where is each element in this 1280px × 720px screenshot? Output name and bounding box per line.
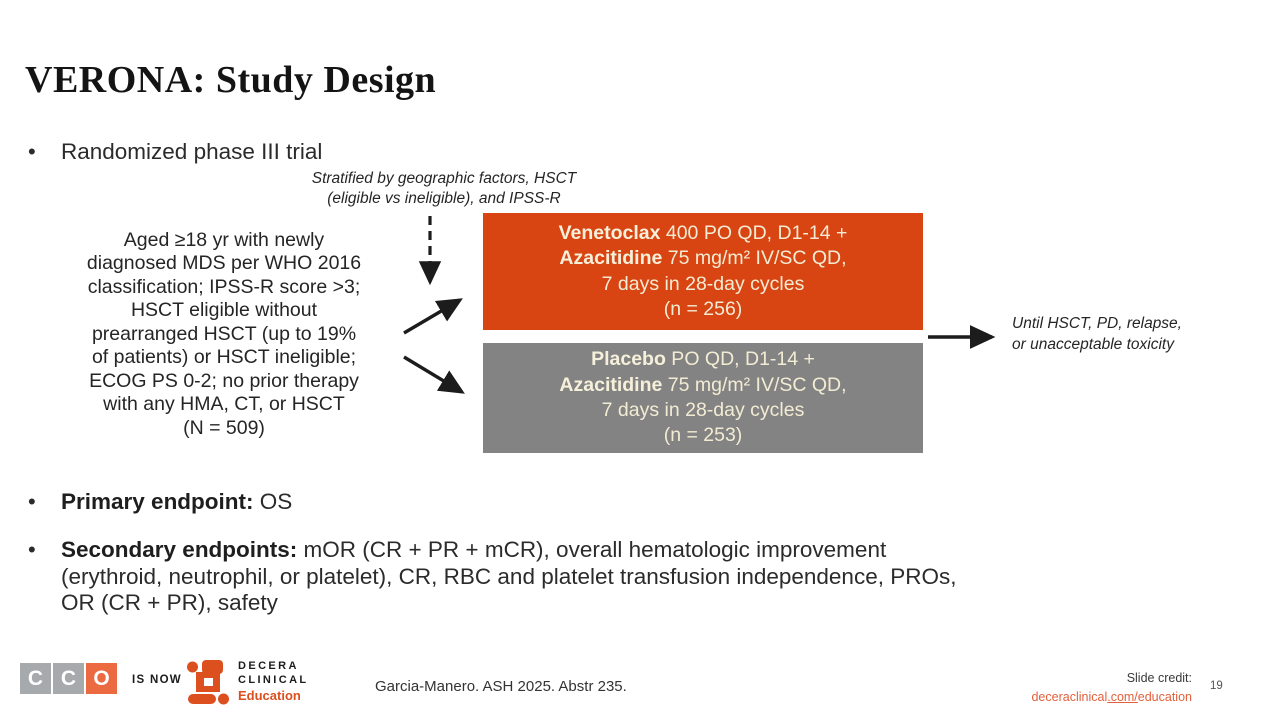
arm2-drug2: Azacitidine xyxy=(559,373,663,396)
bullet-randomized-trial-text: Randomized phase III trial xyxy=(61,139,323,164)
decera-clinical-logo: DECERA CLINICAL Education xyxy=(186,658,309,705)
treatment-duration-note: Until HSCT, PD, relapse, or unacceptable… xyxy=(1012,315,1182,354)
cco-logo: C C O xyxy=(20,663,117,694)
slide-credit-link[interactable]: deceraclinical.com/education xyxy=(1031,690,1192,704)
arm2-drug1: Placebo xyxy=(591,348,666,371)
page-number: 19 xyxy=(1210,680,1223,692)
arm1-drug2: Azacitidine xyxy=(559,247,663,270)
primary-endpoint-label: Primary endpoint: xyxy=(61,489,260,514)
primary-endpoint-value: OS xyxy=(259,489,293,514)
secondary-endpoints-value: mOR (CR + PR + mCR), overall hematologic… xyxy=(61,537,957,616)
cco-logo-letter-o: O xyxy=(86,663,117,694)
arm2-line2: Azacitidine 75 mg/m² IV/SC QD, xyxy=(483,373,923,398)
arm1-line2-rest: 75 mg/m² IV/SC QD, xyxy=(662,247,847,270)
bullet-glyph: • xyxy=(28,537,36,562)
decera-logo-text: DECERA CLINICAL Education xyxy=(238,658,309,705)
stratification-note: Stratified by geographic factors, HSCT (… xyxy=(311,170,577,208)
credit-link-tld: .com/ xyxy=(1107,689,1138,704)
decera-logo-icon xyxy=(187,660,229,705)
arm2-line2-rest: 75 mg/m² IV/SC QD, xyxy=(662,373,847,396)
slide-credit-block: Slide credit: deceraclinical.com/educati… xyxy=(900,671,1192,707)
cco-logo-letter-c1: C xyxy=(20,663,51,694)
treatment-arm-venetoclax-box: Venetoclax 400 PO QD, D1-14 + Azacitidin… xyxy=(483,213,923,330)
arm1-line2: Azacitidine 75 mg/m² IV/SC QD, xyxy=(483,246,923,271)
decera-brand-line1: DECERA xyxy=(238,660,299,672)
primary-endpoint-text: Primary endpoint: OS xyxy=(61,489,292,516)
arm2-line1: Placebo PO QD, D1-14 + xyxy=(483,347,923,372)
eligibility-criteria-text: Aged ≥18 yr with newly diagnosed MDS per… xyxy=(86,229,362,439)
arm2-line1-rest: PO QD, D1-14 + xyxy=(665,348,815,371)
citation-reference: Garcia-Manero. ASH 2025. Abstr 235. xyxy=(375,678,627,695)
page-title: VERONA: Study Design xyxy=(25,59,437,101)
bullet-glyph: • xyxy=(28,489,36,514)
slide-footer: C C O IS NOW DECERA CLINICAL Education xyxy=(0,650,1280,720)
decera-brand-education: Education xyxy=(238,687,301,703)
slide-credit-label: Slide credit: xyxy=(1126,671,1192,685)
is-now-label: IS NOW xyxy=(132,674,182,686)
credit-link-path: education xyxy=(1137,689,1192,704)
cco-logo-letter-c2: C xyxy=(53,663,84,694)
decera-brand-line2: CLINICAL xyxy=(238,673,309,686)
bullet-secondary-endpoints: • Secondary endpoints: mOR (CR + PR + mC… xyxy=(23,537,1248,617)
bullet-glyph: • xyxy=(28,139,36,164)
arm1-drug1: Venetoclax xyxy=(558,221,661,244)
arm1-line1: Venetoclax 400 PO QD, D1-14 + xyxy=(483,221,923,246)
secondary-endpoints-label: Secondary endpoints: xyxy=(61,537,304,562)
arm1-schedule-n: 7 days in 28-day cycles (n = 256) xyxy=(601,272,805,320)
bullet-randomized-trial: • Randomized phase III trial xyxy=(23,139,322,166)
treatment-arm-placebo-box: Placebo PO QD, D1-14 + Azacitidine 75 mg… xyxy=(483,343,923,453)
arm2-schedule-n: 7 days in 28-day cycles (n = 253) xyxy=(601,399,805,447)
credit-link-domain: deceraclinical xyxy=(1031,689,1108,704)
secondary-endpoints-text: Secondary endpoints: mOR (CR + PR + mCR)… xyxy=(61,537,956,617)
bullet-primary-endpoint: • Primary endpoint: OS xyxy=(23,489,292,516)
arm1-line1-rest: 400 PO QD, D1-14 + xyxy=(660,221,848,244)
